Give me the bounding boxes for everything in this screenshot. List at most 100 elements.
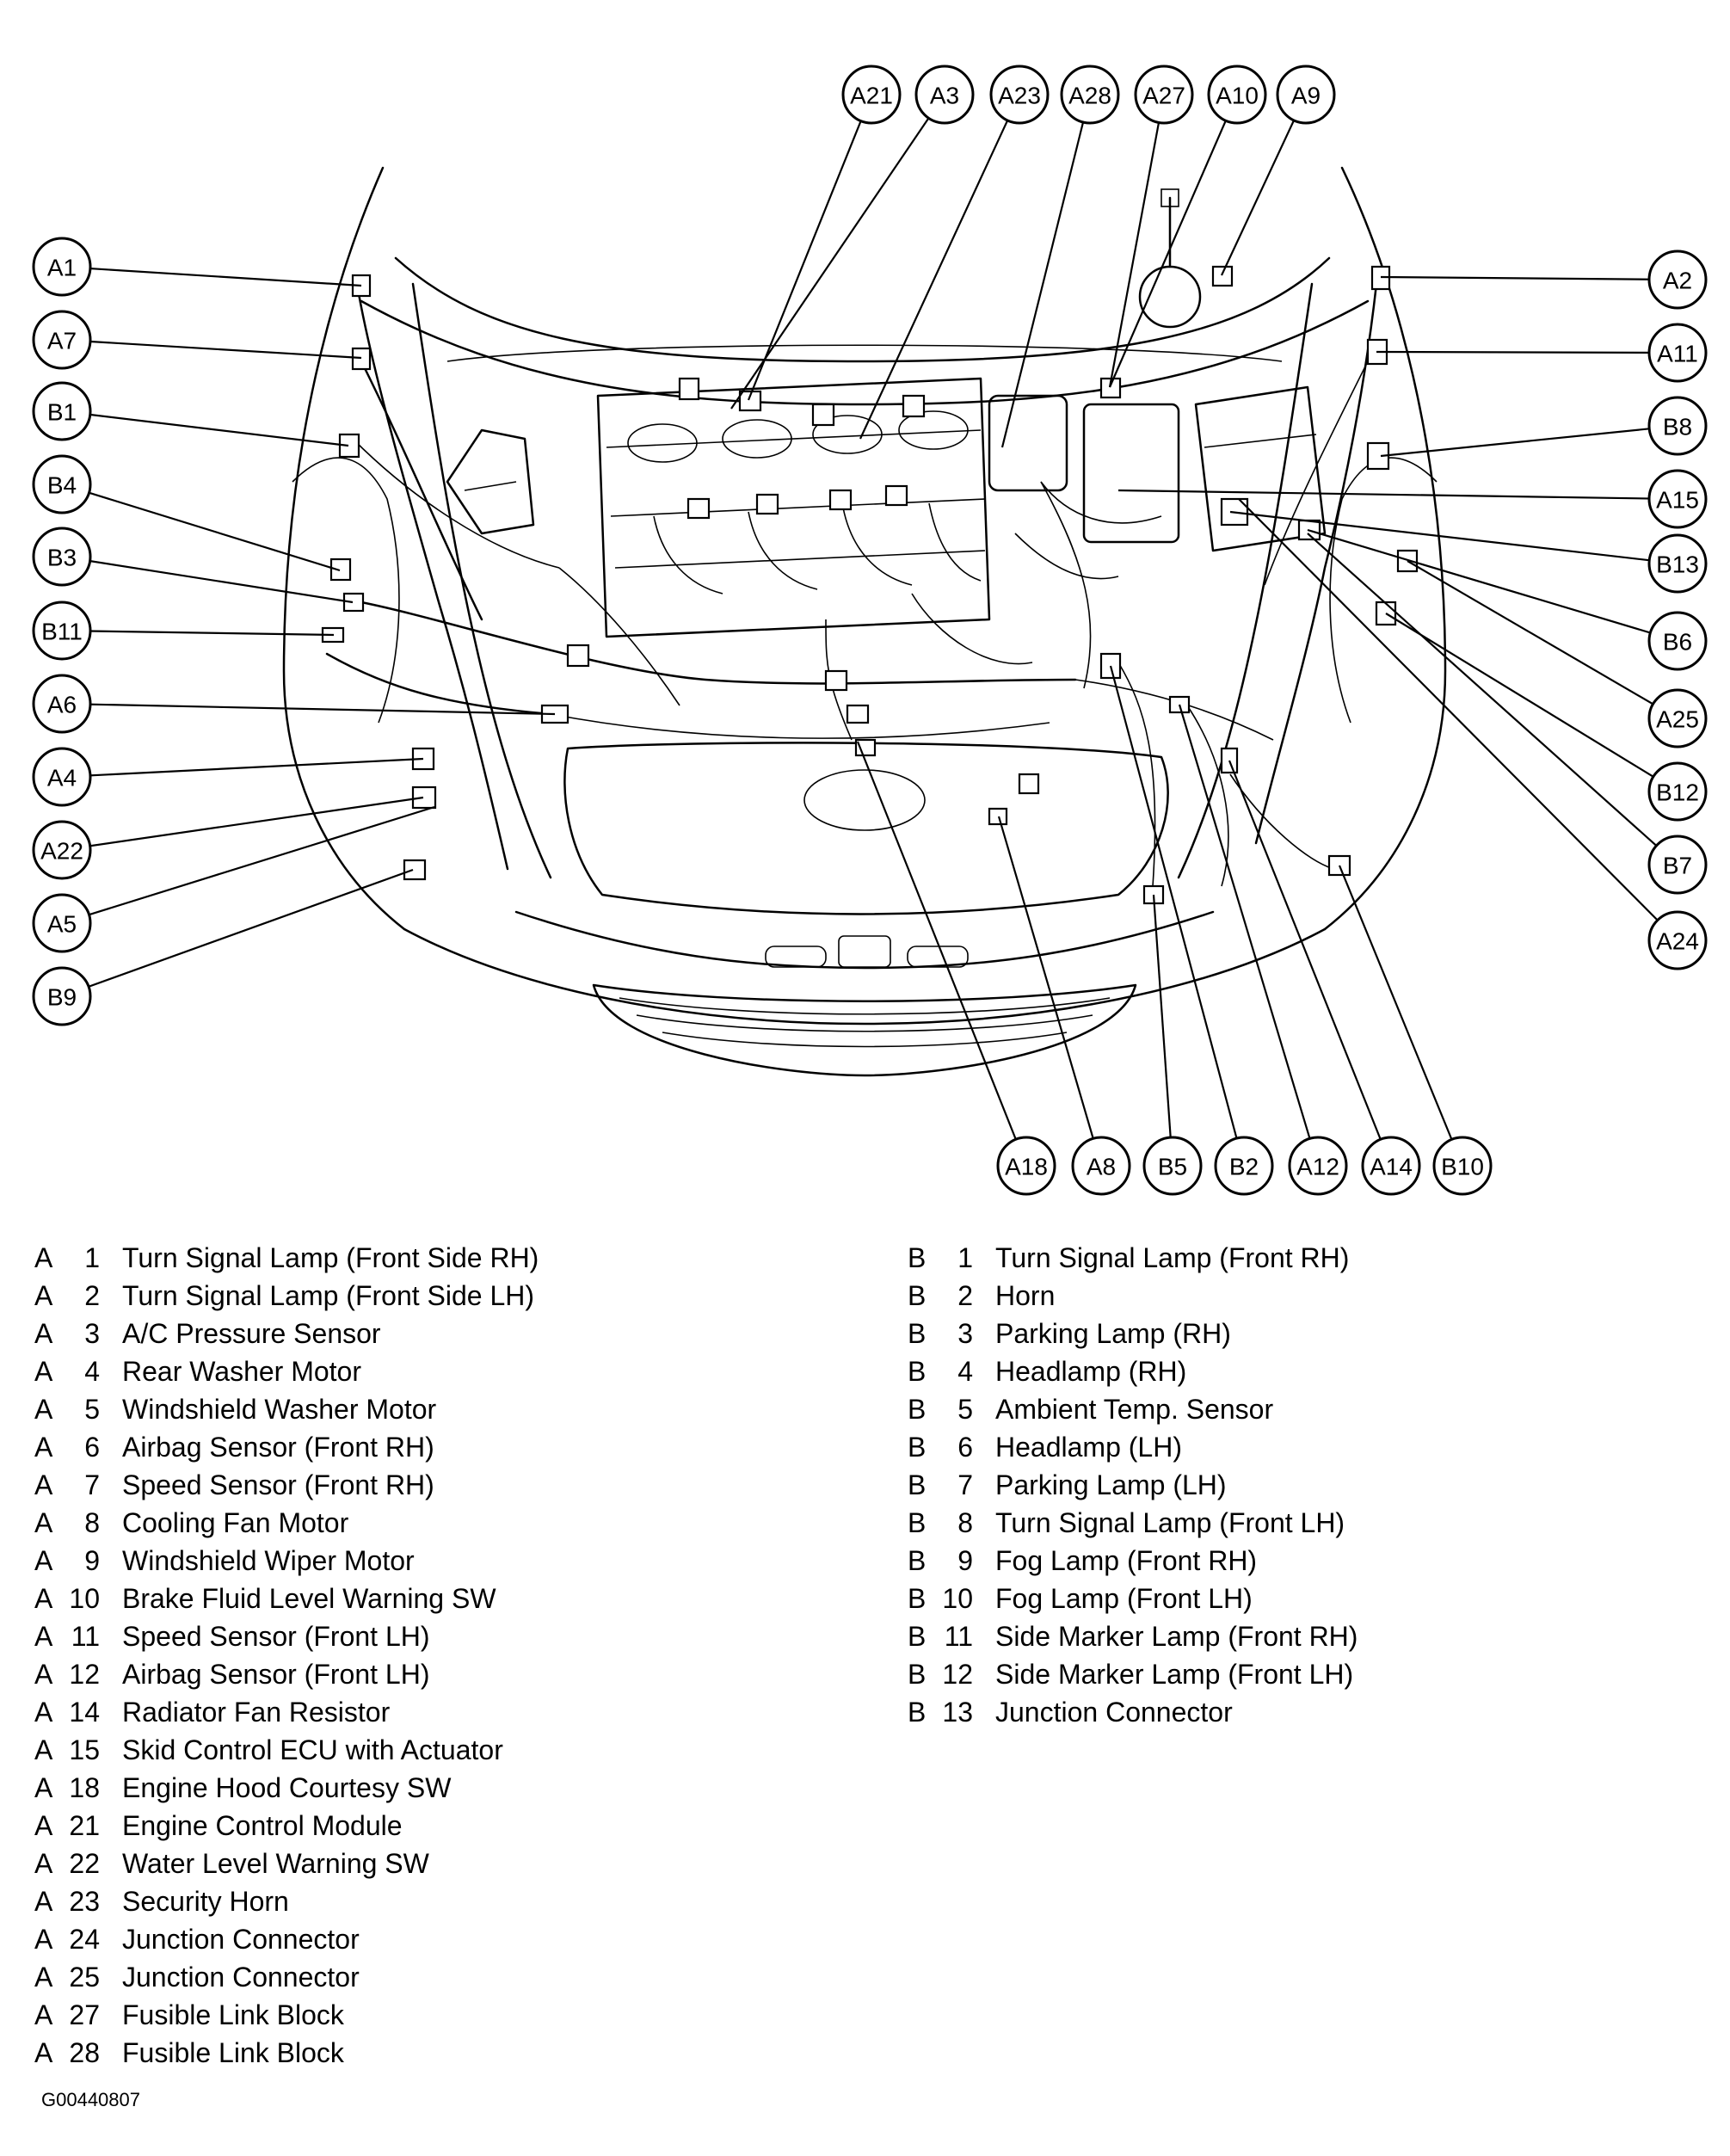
legend-number: 21 bbox=[69, 1809, 100, 1841]
legend-label: Security Horn bbox=[122, 1885, 289, 1917]
leader-line bbox=[1117, 489, 1678, 501]
legend-label: Parking Lamp (LH) bbox=[995, 1469, 1227, 1500]
callout-b9: B9 bbox=[32, 966, 92, 1026]
callout-circle bbox=[1647, 323, 1708, 383]
callout-b13: B13 bbox=[1647, 533, 1708, 594]
legend-label: Junction Connector bbox=[122, 1961, 360, 1993]
legend-letter: B bbox=[908, 1620, 927, 1652]
callout-b11: B11 bbox=[32, 601, 92, 661]
callout-circle bbox=[1134, 65, 1194, 125]
callout-text: A28 bbox=[1068, 83, 1111, 109]
callout-circle bbox=[1647, 249, 1708, 310]
leader-line bbox=[61, 702, 556, 716]
legend-letter: B bbox=[908, 1317, 927, 1349]
callout-circle bbox=[1647, 910, 1708, 970]
legend-label: Side Marker Lamp (Front LH) bbox=[995, 1658, 1354, 1690]
leader-line bbox=[1178, 704, 1320, 1167]
callout-text: A6 bbox=[47, 692, 77, 718]
legend-label: Speed Sensor (Front RH) bbox=[122, 1469, 434, 1500]
legend-label: Fusible Link Block bbox=[122, 1999, 344, 2030]
legend-letter: B bbox=[908, 1431, 927, 1463]
legend-letter: A bbox=[34, 1734, 53, 1765]
leader-line bbox=[61, 868, 414, 998]
legend-number: 14 bbox=[69, 1696, 100, 1728]
legend-label: Fusible Link Block bbox=[122, 2036, 344, 2068]
figure-id: G00440807 bbox=[41, 2089, 140, 2110]
legend-number: 25 bbox=[69, 1961, 100, 1993]
callout-a28: A28 bbox=[1060, 65, 1120, 125]
callout-a22: A22 bbox=[32, 820, 92, 880]
legend-label: Brake Fluid Level Warning SW bbox=[122, 1582, 496, 1614]
callout-text: A1 bbox=[47, 255, 77, 281]
legend-label: Engine Hood Courtesy SW bbox=[122, 1771, 452, 1803]
leader-line bbox=[859, 94, 1020, 440]
legend-label: A/C Pressure Sensor bbox=[122, 1317, 381, 1349]
connectors bbox=[321, 265, 1419, 905]
legend-letter: B bbox=[908, 1544, 927, 1576]
callout-circle bbox=[32, 893, 92, 953]
callout-text: A27 bbox=[1142, 83, 1185, 109]
callout-a18: A18 bbox=[996, 1136, 1056, 1196]
legend-number: 4 bbox=[957, 1355, 973, 1387]
callout-b8: B8 bbox=[1647, 396, 1708, 456]
callout-text: A18 bbox=[1005, 1154, 1048, 1180]
legend-number: 3 bbox=[84, 1317, 100, 1349]
legend-number: 13 bbox=[942, 1696, 973, 1728]
callout-circle bbox=[32, 820, 92, 880]
callout-text: B3 bbox=[47, 545, 77, 571]
callout-circle bbox=[1207, 65, 1267, 125]
callout-circle bbox=[1647, 761, 1708, 822]
legend-label: Water Level Warning SW bbox=[122, 1847, 429, 1879]
callout-b12: B12 bbox=[1647, 761, 1708, 822]
callout-circle bbox=[32, 674, 92, 734]
legend-letter: A bbox=[34, 1241, 53, 1273]
leader-line bbox=[1109, 665, 1246, 1167]
leader-line bbox=[1221, 94, 1307, 276]
legend-number: 8 bbox=[84, 1506, 100, 1538]
legend-label: Turn Signal Lamp (Front RH) bbox=[995, 1241, 1350, 1273]
legend-label: Airbag Sensor (Front RH) bbox=[122, 1431, 434, 1463]
callout-text: B9 bbox=[47, 984, 77, 1011]
leader-line bbox=[1338, 865, 1464, 1167]
callout-text: A8 bbox=[1087, 1154, 1116, 1180]
callout-circle bbox=[1647, 835, 1708, 895]
leader-line bbox=[1000, 94, 1092, 448]
legend-letter: B bbox=[908, 1506, 927, 1538]
legend-number: 6 bbox=[84, 1431, 100, 1463]
leader-line bbox=[1108, 94, 1239, 388]
legend-number: 3 bbox=[957, 1317, 973, 1349]
callout-a6: A6 bbox=[32, 674, 92, 734]
legend-label: Parking Lamp (RH) bbox=[995, 1317, 1231, 1349]
callout-text: B7 bbox=[1663, 853, 1692, 879]
legend-letter: A bbox=[34, 1696, 53, 1728]
legend-label: Fog Lamp (Front RH) bbox=[995, 1544, 1258, 1576]
callout-text: A23 bbox=[998, 83, 1041, 109]
callout-text: A10 bbox=[1216, 83, 1259, 109]
callout-b7: B7 bbox=[1647, 835, 1708, 895]
leader-line bbox=[61, 483, 341, 572]
legend-number: 9 bbox=[957, 1544, 973, 1576]
callout-text: A9 bbox=[1291, 83, 1321, 109]
leader-line bbox=[747, 94, 873, 401]
callout-circle bbox=[32, 966, 92, 1026]
callout-a21: A21 bbox=[841, 65, 902, 125]
legend-number: 10 bbox=[942, 1582, 973, 1614]
leader-line bbox=[61, 265, 362, 287]
legend-label: Speed Sensor (Front LH) bbox=[122, 1620, 430, 1652]
legend-letter: A bbox=[34, 1355, 53, 1387]
callout-b3: B3 bbox=[32, 527, 92, 587]
legend-letter: B bbox=[908, 1696, 927, 1728]
callout-a3: A3 bbox=[914, 65, 975, 125]
